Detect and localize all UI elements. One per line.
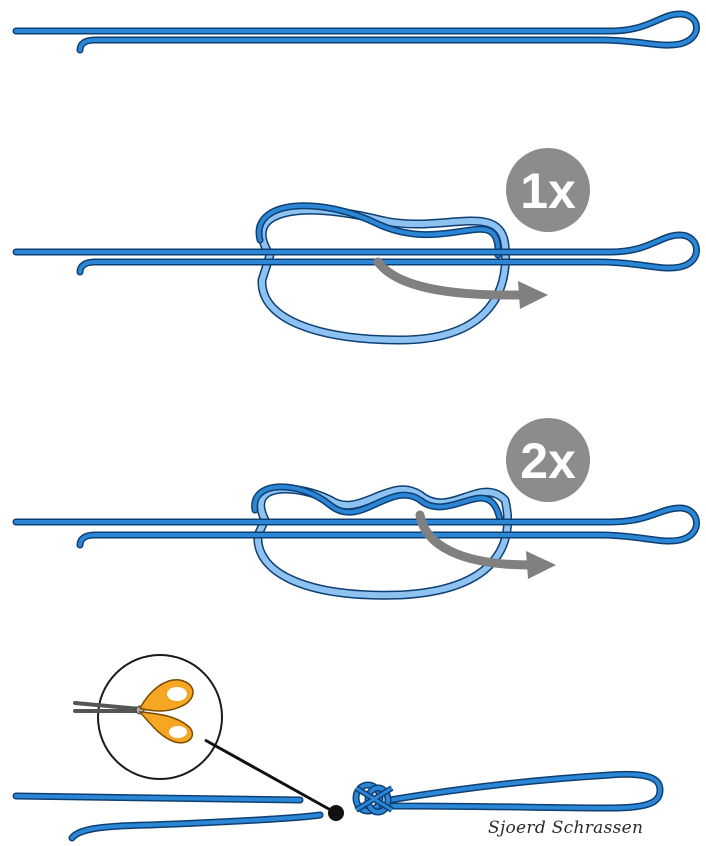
badge-label: 1x <box>520 163 576 219</box>
author-signature: Sjoerd Schrassen <box>488 818 644 838</box>
scissors-icon <box>73 679 194 744</box>
badge-circle <box>506 148 590 232</box>
badge-circle <box>506 418 590 502</box>
step-2-double-wrap: 2x <box>12 418 700 600</box>
badge-1x: 1x <box>506 148 590 232</box>
badge-label: 2x <box>520 433 576 489</box>
main-line <box>12 770 664 842</box>
main-line <box>12 231 700 276</box>
step-1-single-wrap: 1x <box>12 148 700 345</box>
step-3-trimmed-knot <box>12 654 664 842</box>
callout-line <box>204 738 337 815</box>
scissors-inset <box>73 654 223 780</box>
curved-arrow-icon <box>415 510 556 579</box>
knot-loop-2 <box>251 483 513 600</box>
tied-knot <box>352 781 394 816</box>
knot-loop-1 <box>255 202 511 345</box>
badge-2x: 2x <box>506 418 590 502</box>
curved-arrow-icon <box>373 257 548 309</box>
step-0-doubled-line <box>12 10 700 54</box>
main-line <box>12 10 700 54</box>
main-line <box>12 504 700 549</box>
callout-dot <box>328 805 344 821</box>
